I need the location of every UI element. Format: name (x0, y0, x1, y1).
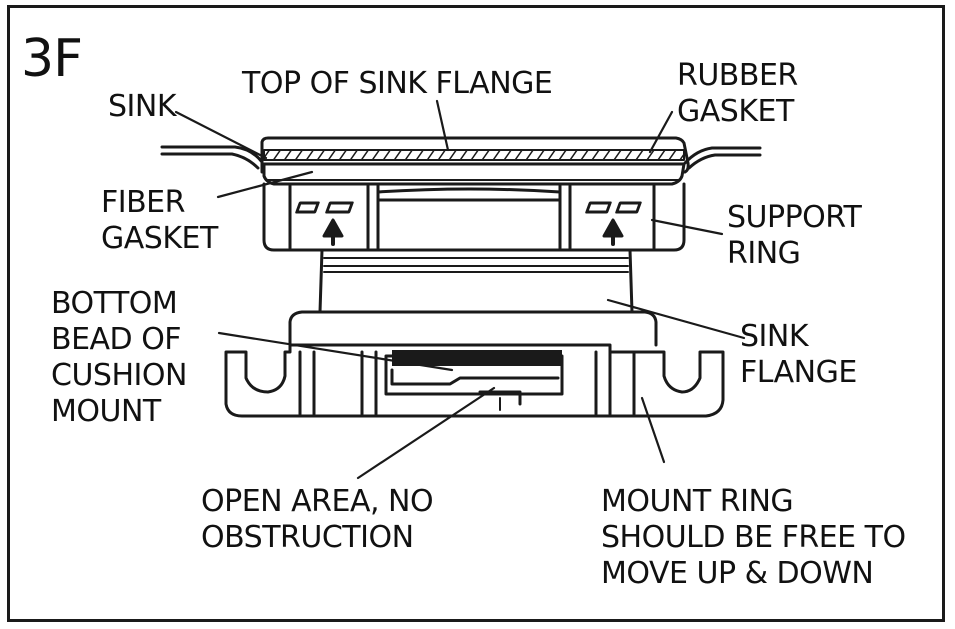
top-flange-outline (260, 136, 690, 174)
support-ring-body (262, 182, 686, 252)
leader-rubber-gasket (648, 110, 674, 154)
leader-bottom-bead (217, 331, 454, 372)
label-bottom-bead-of-cushion-mount: BOTTOM BEAD OF CUSHION MOUNT (51, 286, 187, 429)
label-rubber-gasket: RUBBER GASKET (677, 58, 798, 129)
label-open-area: OPEN AREA, NO OBSTRUCTION (201, 484, 434, 555)
leader-sink-flange (606, 298, 746, 340)
cushion-mount-body (224, 343, 725, 418)
label-support-ring: SUPPORT RING (727, 200, 862, 271)
leader-lines (174, 99, 746, 480)
cushion-mount-rim (288, 310, 658, 347)
label-sink: SINK (108, 89, 177, 124)
label-fiber-gasket: FIBER GASKET (101, 185, 218, 256)
rubber-gasket-band (263, 149, 685, 161)
leader-sink (174, 110, 268, 160)
label-top-of-sink-flange: TOP OF SINK FLANGE (242, 66, 553, 101)
leader-fiber-gasket (216, 170, 314, 199)
label-mount-ring: MOUNT RING SHOULD BE FREE TO MOVE UP & D… (601, 484, 906, 591)
figure-id: 3F (21, 29, 83, 89)
leader-mount-ring (640, 396, 666, 464)
leader-support-ring (650, 218, 724, 236)
leader-open-area (356, 386, 496, 480)
leader-top-of-sink-flange (435, 99, 450, 152)
label-sink-flange: SINK FLANGE (740, 319, 857, 390)
flange-neck (318, 248, 634, 314)
